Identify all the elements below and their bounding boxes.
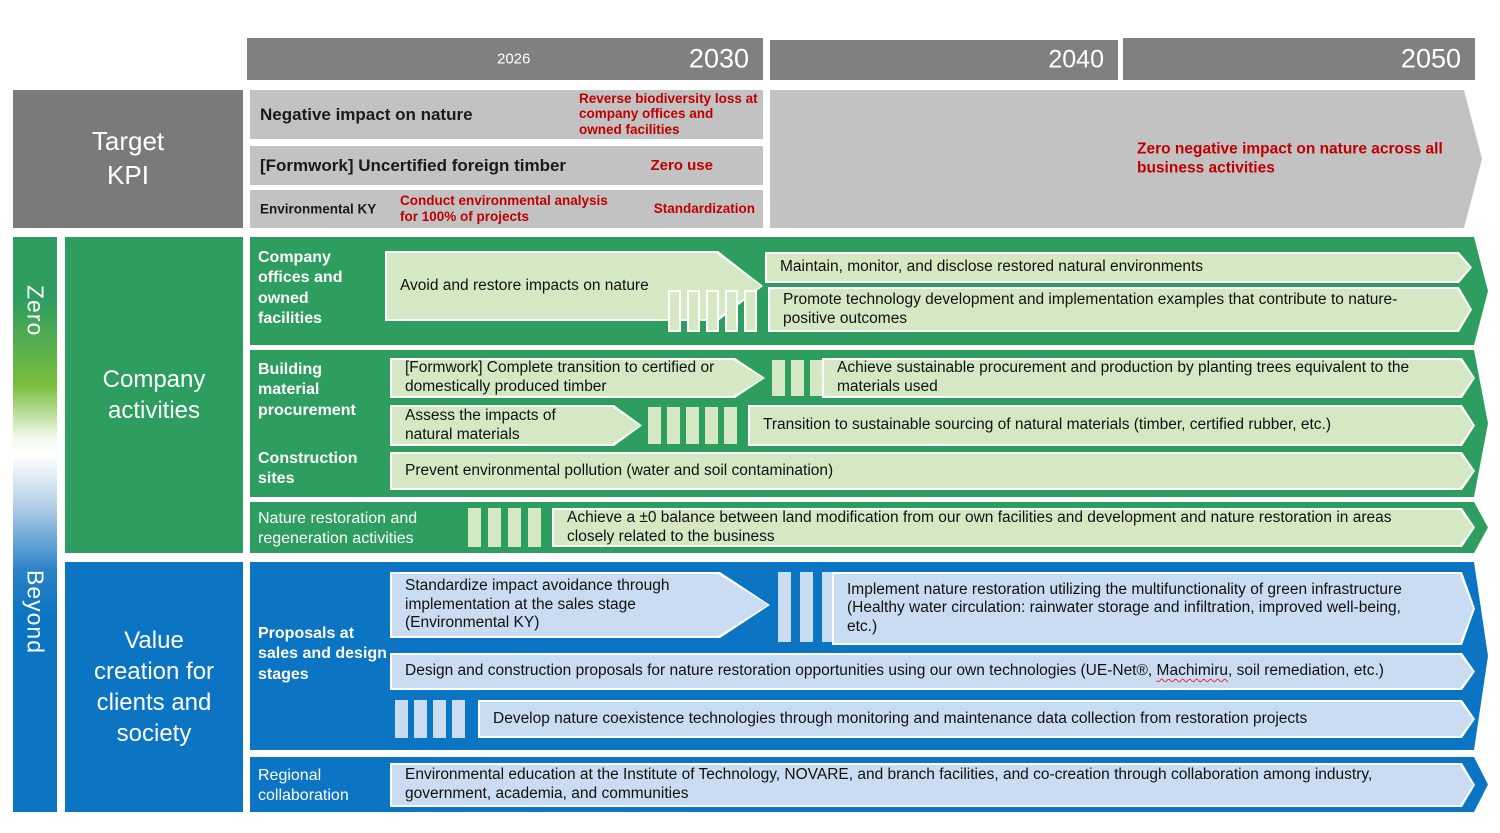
row-company-offices: Company offices and owned facilities Avo… [250, 237, 1488, 345]
arrow-sustainable-sourcing: Transition to sustainable sourcing of na… [748, 405, 1475, 446]
kpi-label: [Formwork] Uncertified foreign timber [260, 155, 567, 175]
arrow-prevent-pollution: Prevent environmental pollution (water a… [390, 452, 1475, 490]
row-label: Building material procurement [258, 361, 356, 419]
transition-dashes [395, 700, 465, 738]
arrow-zero-balance: Achieve a ±0 balance between land modifi… [552, 508, 1475, 547]
transition-dashes [772, 360, 823, 396]
section-title-value-creation: Value creation for clients and society [65, 562, 243, 812]
kpi-row-timber: [Formwork] Uncertified foreign timber Ze… [250, 146, 763, 185]
kpi-label: Environmental KY [260, 201, 377, 217]
kpi-action-text: Conduct environmental analysis for 100% … [400, 193, 608, 224]
row-nature-restoration: Nature restoration and regeneration acti… [250, 502, 1488, 553]
kpi-row-environmental-ky: Environmental KY Conduct environmental a… [250, 190, 763, 228]
arrow-avoid-restore: Avoid and restore impacts on nature [385, 251, 763, 321]
transition-dashes [648, 407, 737, 444]
row-label: Construction sites [258, 450, 358, 488]
row-label: Nature restoration and regeneration acti… [258, 510, 418, 548]
kpi-long-term-text: Zero negative impact on nature across al… [1137, 140, 1443, 177]
timeline-segment-2040: 2040 [770, 40, 1118, 80]
arrow-standardize-avoidance: Standardize impact avoidance through imp… [390, 572, 770, 638]
row-label: Regional collaboration [258, 767, 349, 805]
kpi-label: Negative impact on nature [260, 104, 473, 124]
kpi-row-nature-impact: Negative impact on nature Reverse biodiv… [250, 90, 763, 139]
design-text-flagged: Machimiru [1156, 662, 1229, 680]
arrow-sustainable-procurement: Achieve sustainable procurement and prod… [822, 358, 1475, 398]
timeline-year-2040: 2040 [1048, 45, 1104, 74]
timeline-year-2050: 2050 [1400, 43, 1461, 74]
timeline-year-2026: 2026 [497, 50, 531, 68]
section-title-company-activities: Company activities [65, 237, 243, 553]
row-building-materials: Building material procurement Constructi… [250, 350, 1488, 497]
arrow-design-construction-proposals: Design and construction proposals for na… [390, 653, 1475, 690]
timeline-segment-2050: 2050 [1123, 38, 1475, 80]
timeline-segment-2030: 2026 2030 [247, 38, 763, 80]
arrow-green-infrastructure: Implement nature restoration utilizing t… [832, 572, 1475, 645]
kpi-target-text: Zero use [650, 156, 713, 174]
phase-label-zero: Zero [22, 285, 49, 337]
transition-dashes [468, 508, 541, 547]
arrow-formwork-transition: [Formwork] Complete transition to certif… [390, 358, 765, 398]
row-proposals: Proposals at sales and design stages Sta… [250, 562, 1488, 750]
transition-dashes [668, 290, 757, 332]
arrow-assess-impacts: Assess the impacts of natural materials [390, 405, 642, 446]
row-label: Proposals at sales and design stages [258, 625, 387, 683]
arrow-coexistence-technologies: Develop nature coexistence technologies … [478, 700, 1475, 738]
phase-label-beyond: Beyond [22, 570, 49, 655]
row-regional-collaboration: Regional collaboration Environmental edu… [250, 757, 1488, 812]
arrow-maintain-monitor: Maintain, monitor, and disclose restored… [765, 252, 1472, 283]
kpi-long-term-arrow: Zero negative impact on nature across al… [770, 90, 1482, 228]
design-text-prefix: Design and construction proposals for na… [405, 662, 1157, 680]
phase-band: Zero Beyond [13, 237, 57, 812]
target-kpi-title: Target KPI [13, 90, 243, 228]
timeline-year-2030: 2030 [688, 43, 749, 74]
design-text-suffix: , soil remediation, etc.) [1228, 662, 1384, 680]
arrow-environmental-education: Environmental education at the Institute… [390, 763, 1475, 807]
kpi-target-text: Reverse biodiversity loss at company off… [579, 90, 758, 138]
row-label: Company offices and owned facilities [258, 249, 343, 328]
transition-dashes [778, 572, 835, 642]
kpi-target-text: Standardization [653, 201, 755, 217]
arrow-promote-technology: Promote technology development and imple… [768, 287, 1472, 332]
